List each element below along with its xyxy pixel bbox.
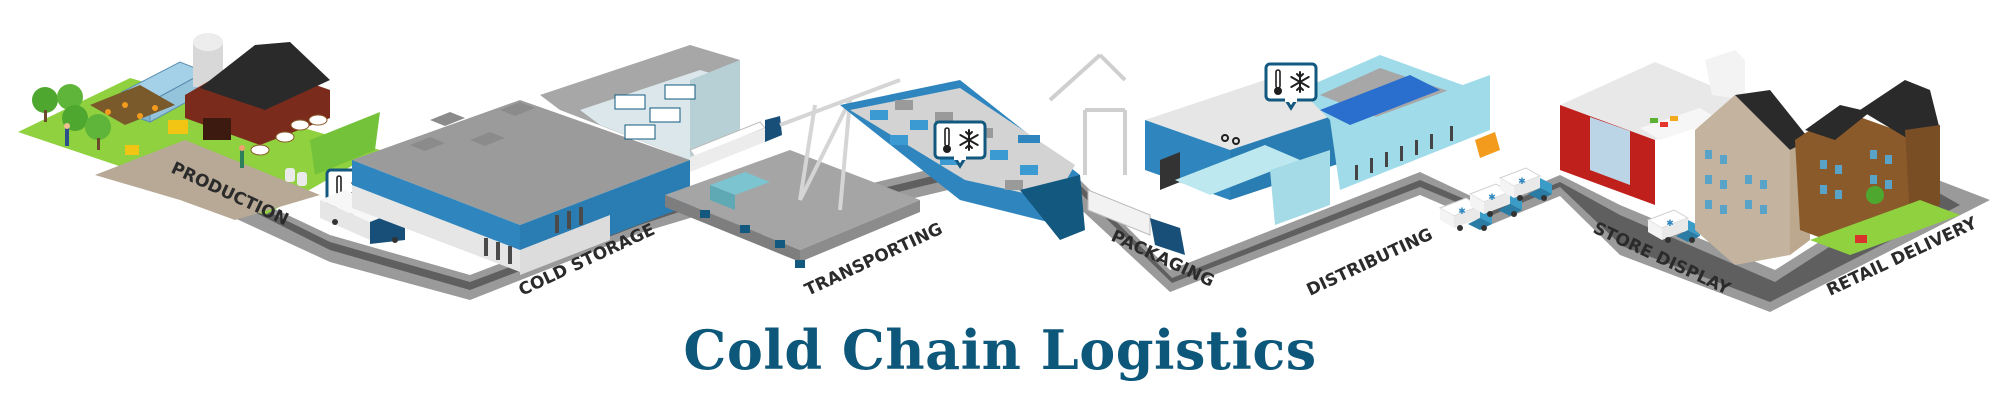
stage-label-distributing: DISTRIBUTING [1304, 225, 1436, 301]
page-title: Cold Chain Logistics [683, 318, 1317, 382]
townhouses [1695, 80, 1960, 265]
temperature-snowflake-badge [935, 122, 985, 166]
grocery-store [1560, 50, 1745, 205]
temperature-snowflake-badge [1266, 64, 1316, 108]
farm-scene [18, 33, 380, 220]
cold-storage-warehouse [352, 45, 782, 275]
packaging-facility [1087, 55, 1500, 255]
